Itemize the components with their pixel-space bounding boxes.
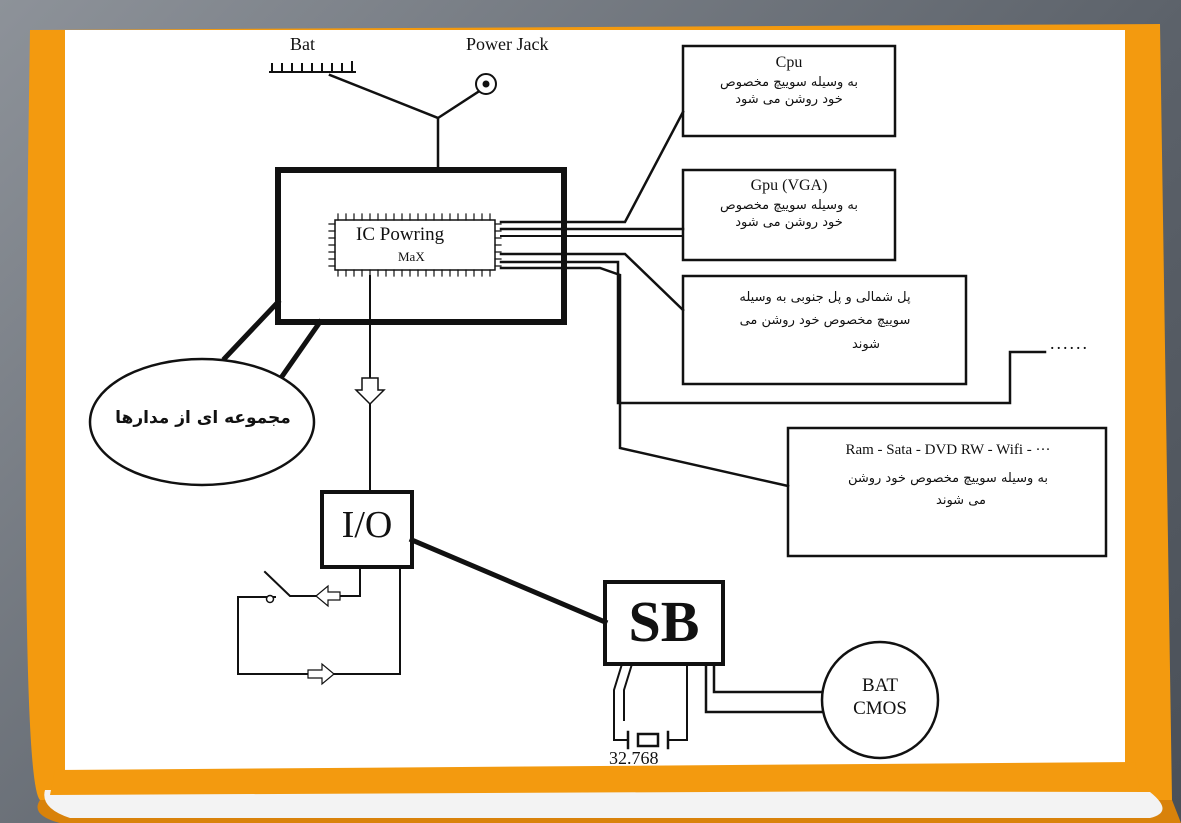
crystal-symbol [626,730,670,750]
left-arrow-icon [315,584,341,608]
power-jack-symbol [475,73,497,95]
down-arrow-icon [354,377,386,406]
crystal-wire [613,662,688,741]
gpu-line1: به وسیله سوییچ مخصوص [720,197,858,213]
bridge-line2: سوییچ مخصوص خود روشن می [739,313,911,329]
wire-bridge [499,252,685,312]
ram-title: Ram - Sata - DVD RW - Wifi - ··· [845,442,1051,458]
gpu-line2: خود روشن می شود [735,215,843,231]
cpu-box-text: Cpu به وسیله سوییچ مخصوص خود روشن می شود [686,52,892,109]
wire-cpu [499,110,685,224]
ram-line2: می شوند [936,492,986,508]
ram-box-text: Ram - Sata - DVD RW - Wifi - ··· به وسیل… [792,440,1104,509]
paper-orange-band [50,762,1140,795]
ram-line1: به وسیله سوییچ مخصوص خود روشن [847,471,1049,487]
bridge-box-text: پل شمالی و پل جنوبی به وسیله سوییچ مخصوص… [690,286,960,356]
io-box [320,490,414,569]
wire-ram [499,266,790,488]
cpu-title: Cpu [775,54,803,71]
gpu-box-text: Gpu (VGA) به وسیله سوییچ مخصوص خود روشن … [686,175,892,232]
ic-sub: MaX [398,249,425,264]
sb-cmos-wire [704,662,842,714]
right-arrow-icon [307,662,335,686]
bat-cmos-label: BAT CMOS [822,675,938,721]
bridge-box [681,274,968,386]
circuits-wire [221,298,324,379]
io-sb-wire [408,536,609,626]
main-box [275,167,567,325]
bat-cmos-circle [820,640,940,760]
sb-box [603,580,725,666]
io-label: I/O [341,504,393,546]
switch-contact [265,594,275,604]
ic-pins [328,213,502,277]
ram-box [786,426,1108,558]
circuits-label: مجموعه ای از مدارها [115,408,291,428]
ic-title: IC Powring [356,224,445,245]
bat-symbol [269,61,356,73]
crystal-label: 32.768 [609,748,659,768]
bridge-line1: پل شمالی و پل جنوبی به وسیله [739,290,911,305]
bat-label: Bat [290,34,315,54]
bat-wire [328,73,440,120]
cpu-line2: خود روشن می شود [735,92,843,108]
paper-curl-white [44,790,1163,818]
power-jack-label: Power Jack [466,34,549,54]
circuits-ellipse [88,357,316,487]
dots-label: ...... [1050,333,1089,353]
bridge-line3: شوند [851,336,880,352]
bat-cmos-line2: CMOS [853,697,907,719]
bat-cmos-line1: BAT [862,675,898,696]
cpu-line1: به وسیله سوییچ مخصوص [720,74,858,90]
gpu-box [681,168,897,262]
jack-wire [436,90,480,170]
cpu-box [681,44,897,138]
sb-label: SB [628,589,700,654]
wire-long [499,260,1047,405]
gpu-title: Gpu (VGA) [750,177,828,194]
